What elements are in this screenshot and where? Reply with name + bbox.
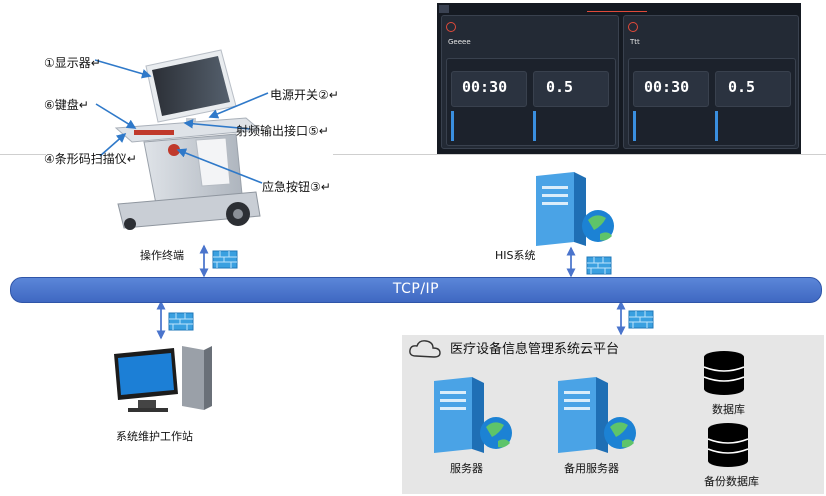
power-value: 0.5: [546, 78, 574, 96]
dashboard-tab-active: [587, 6, 647, 12]
progress-indicator: [451, 111, 454, 141]
terminal-illustration: [114, 49, 262, 230]
callout-keyboard: ⑥键盘↵: [44, 98, 89, 112]
callout-rf-output: 射频输出接口⑤↵: [236, 124, 329, 138]
callout-barcode-scanner: ④条形码扫描仪↵: [44, 152, 137, 166]
callout-display: ①显示器↵: [44, 56, 101, 70]
timer-box: 00:30: [633, 71, 709, 107]
workstation-icon: [114, 346, 212, 412]
alarm-icon: [446, 22, 456, 32]
database-icon: [703, 351, 745, 395]
dashboard-logo-icon: [439, 5, 449, 13]
patient-card-1: Geeee 00:30 0.5: [441, 15, 619, 149]
his-label: HIS系统: [495, 249, 536, 262]
therapy-panel: 00:30 0.5: [446, 58, 616, 146]
firewall-icon: [212, 250, 238, 269]
progress-indicator: [633, 111, 636, 141]
timer-value: 00:30: [462, 78, 508, 96]
workstation-label: 系统维护工作站: [116, 430, 193, 443]
timer-box: 00:30: [451, 71, 527, 107]
patient-name: Geeee: [448, 38, 471, 46]
patient-name: Ttt: [630, 38, 640, 46]
network-label: TCP/IP: [392, 281, 440, 297]
firewall-icon: [586, 256, 612, 275]
alarm-icon: [628, 22, 638, 32]
cloud-icon: [409, 340, 441, 358]
backup-database-label: 备份数据库: [704, 475, 759, 488]
firewall-icon: [168, 312, 194, 331]
timer-value: 00:30: [644, 78, 690, 96]
server-icon: [434, 377, 512, 453]
tcpip-network-bar: TCP/IP: [10, 277, 822, 303]
callout-power-switch: 电源开关②↵: [270, 88, 339, 102]
backup-database-icon: [707, 423, 749, 467]
section-divider: [0, 154, 826, 155]
firewall-icon: [628, 310, 654, 329]
terminal-photo: [46, 44, 333, 246]
dashboard-screenshot: Geeee 00:30 0.5 Ttt 00:30 0.5: [437, 3, 801, 154]
his-server-icon: [536, 172, 614, 246]
power-box: 0.5: [533, 71, 609, 107]
therapy-panel: 00:30 0.5: [628, 58, 796, 146]
power-box: 0.5: [715, 71, 791, 107]
backup-server-label: 备用服务器: [564, 462, 619, 475]
progress-indicator: [533, 111, 536, 141]
patient-card-2: Ttt 00:30 0.5: [623, 15, 799, 149]
database-label: 数据库: [712, 403, 745, 416]
power-value: 0.5: [728, 78, 756, 96]
terminal-label: 操作终端: [140, 249, 184, 262]
server-label: 服务器: [450, 462, 483, 475]
progress-indicator: [715, 111, 718, 141]
cloud-title: 医疗设备信息管理系统云平台: [450, 342, 620, 357]
backup-server-icon: [558, 377, 636, 453]
callout-emergency-button: 应急按钮③↵: [262, 180, 331, 194]
cloud-platform-panel: 医疗设备信息管理系统云平台 服务器 备用服务器 数据库: [402, 335, 824, 494]
